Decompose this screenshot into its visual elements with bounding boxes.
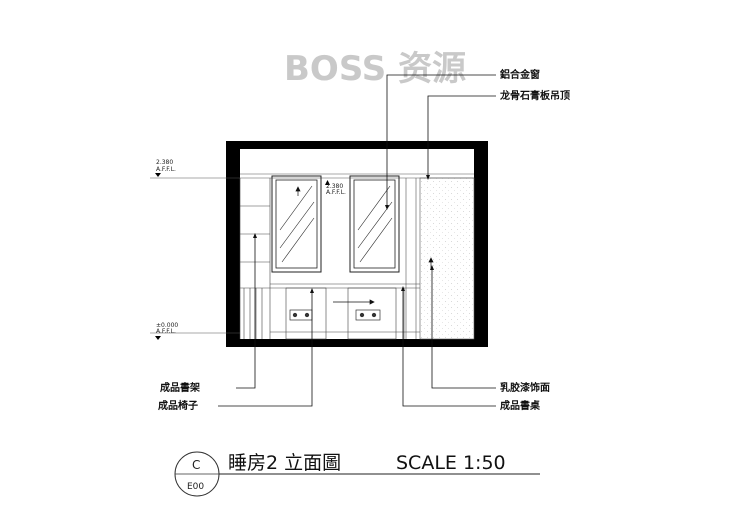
level-marker-floor: ±0.000 A.F.F.L.: [155, 322, 178, 340]
callout-aluminum-window: 鋁合金窗: [499, 68, 540, 81]
svg-text:A.F.F.L.: A.F.F.L.: [326, 189, 346, 196]
painted-wall-panel: [405, 177, 475, 340]
svg-text:2.380: 2.380: [156, 159, 173, 166]
window-left: [271, 175, 322, 273]
wall-section-frame: [226, 141, 488, 347]
bubble-letter: C: [192, 458, 200, 472]
svg-text:±0.000: ±0.000: [156, 322, 178, 329]
callout-chair: 成品椅子: [158, 399, 198, 412]
level-marker-ceiling: 2.380 A.F.F.L.: [155, 159, 176, 177]
level-marker-window: 2.380 A.F.F.L.: [325, 180, 346, 196]
chair-left: [289, 309, 313, 321]
window-right: [349, 175, 400, 273]
drawing-title: 睡房2 立面圖: [228, 452, 341, 474]
desk: [270, 283, 420, 340]
callout-bookshelf: 成品書架: [160, 381, 200, 394]
watermark-text: BOSS 资源: [284, 49, 466, 89]
svg-text:A.F.F.L.: A.F.F.L.: [156, 166, 176, 173]
interior-arrows: [295, 186, 434, 305]
svg-text:A.F.F.L.: A.F.F.L.: [156, 328, 176, 335]
title-block: C E00 睡房2 立面圖 SCALE 1:50: [174, 451, 540, 497]
callout-desk: 成品書桌: [500, 399, 540, 412]
bookshelf: [239, 178, 271, 339]
callout-ceiling: 龙骨石膏板吊顶: [499, 89, 570, 102]
callout-paint-finish: 乳胶漆饰面: [500, 381, 550, 394]
drawing-scale: SCALE 1:50: [396, 452, 506, 474]
bubble-code: E00: [187, 482, 204, 492]
leader-lines: [218, 74, 496, 407]
chair-right: [355, 309, 381, 321]
svg-text:2.380: 2.380: [326, 183, 343, 190]
wall-guide-lines: [150, 177, 240, 334]
leader-arrowheads: [253, 175, 434, 293]
